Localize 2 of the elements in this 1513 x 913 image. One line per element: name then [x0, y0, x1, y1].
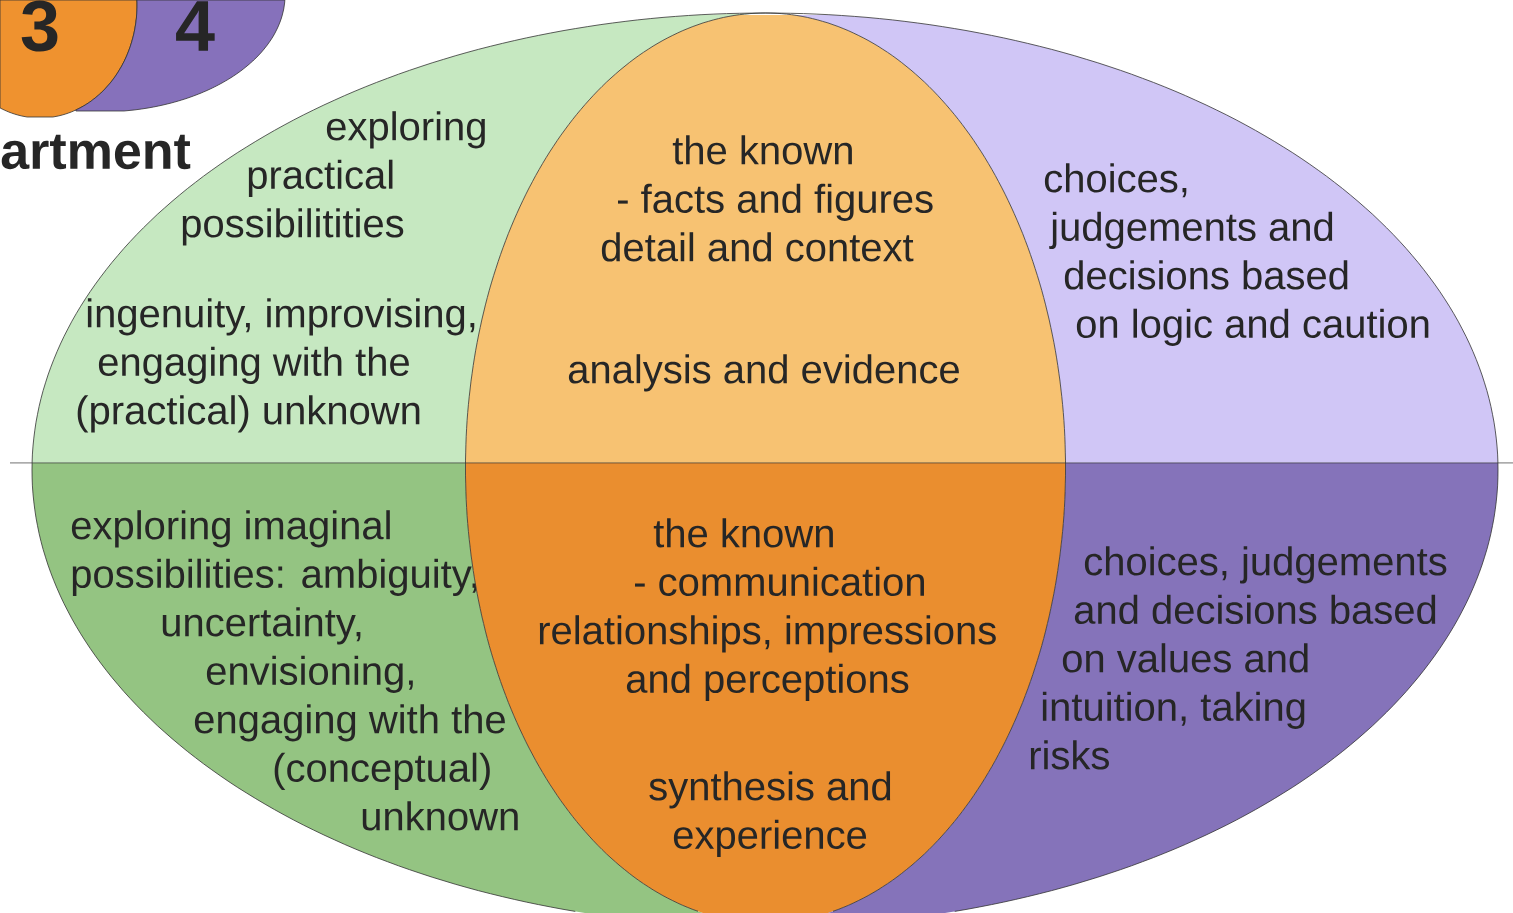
venn-segment: 3 — [0, 0, 138, 118]
venn-segment: 4 — [75, 0, 286, 112]
